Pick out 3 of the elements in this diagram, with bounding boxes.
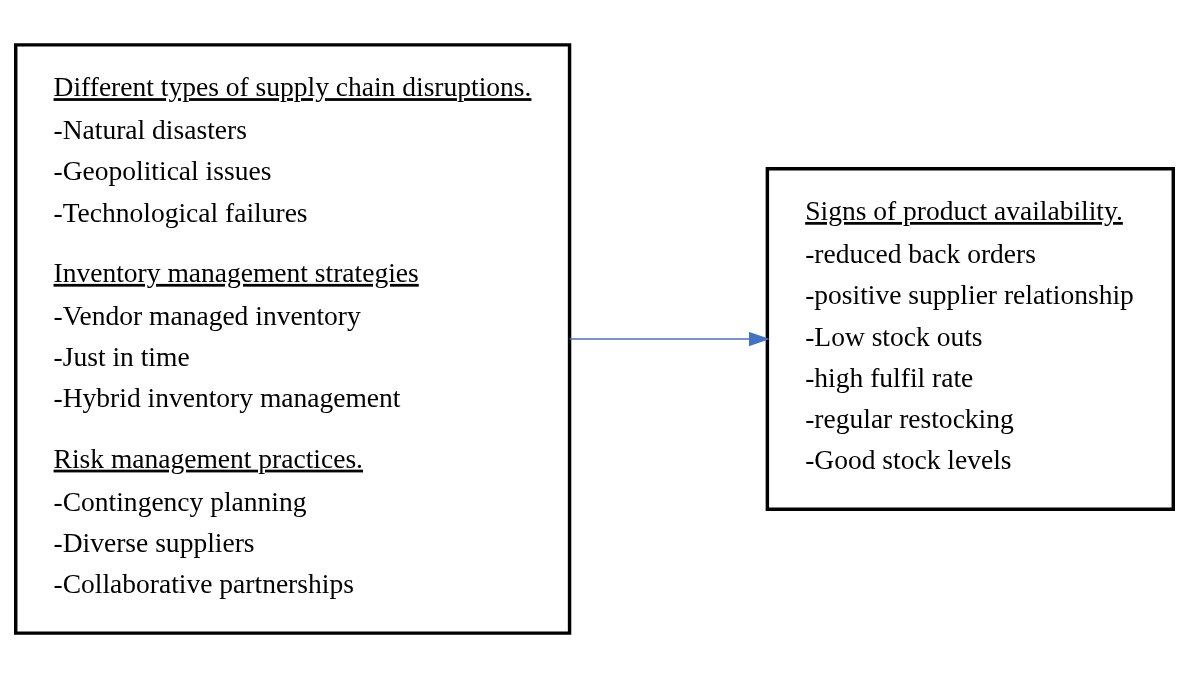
arrow	[568, 331, 770, 346]
node-box: Different types of supply chain disruptions. -Natural disasters -Geopolitical issues -Technological failures Inventory management strategies -Vendor managed inventory -Just in time -Hybrid inventory management Risk management practices. -Contingency planning -Diverse suppliers -Collaborative partnerships	[14, 42, 572, 635]
node-box: Signs of product availability. -reduced back orders -positive supplier relationship -Low stock outs -high fulfil rate -regular restocking -Good stock levels	[765, 166, 1175, 511]
